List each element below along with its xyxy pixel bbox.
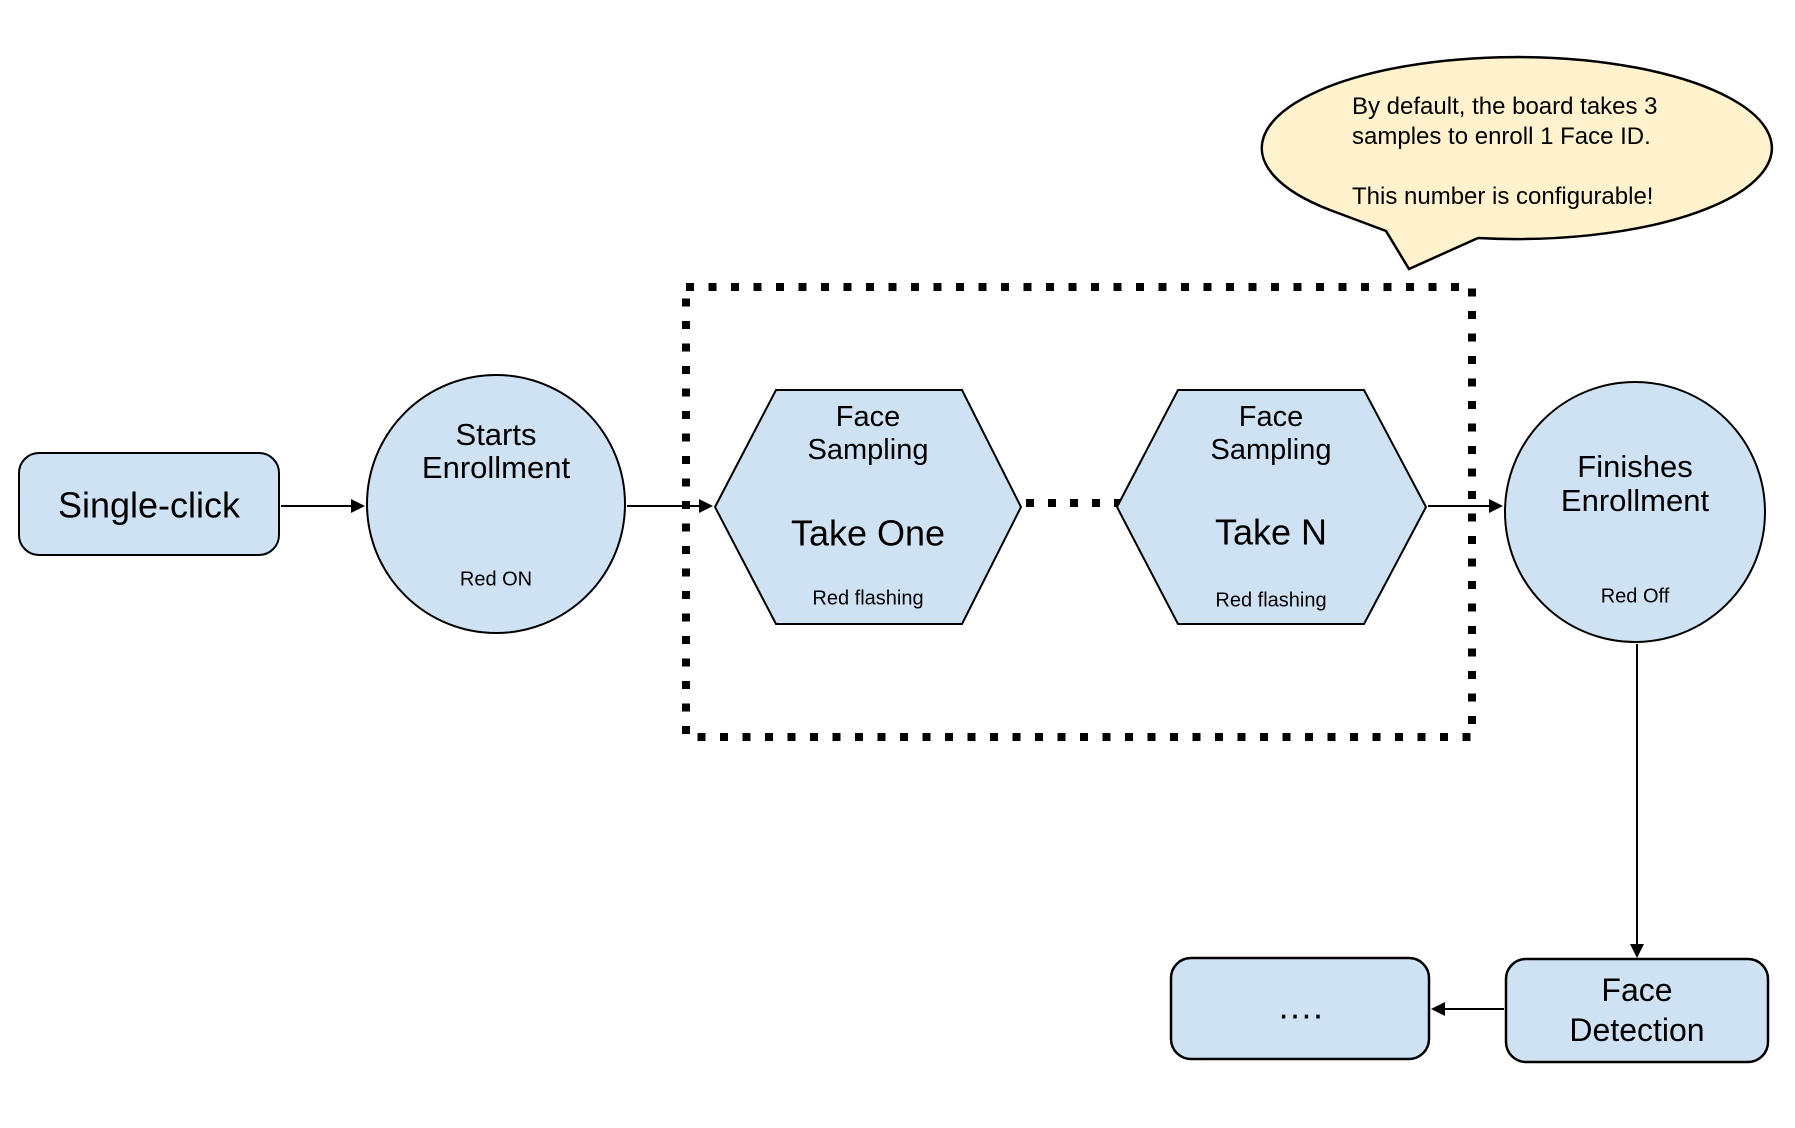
single-click-shape <box>18 452 280 556</box>
speech-bubble-outline <box>1260 55 1774 241</box>
finishes-enrollment-label-line2: Enrollment <box>1560 483 1710 518</box>
continuation-shape <box>1169 956 1431 1061</box>
face-detection-label-line1: Face <box>1601 972 1673 1008</box>
bubble-line-4: This number is configurable! <box>1352 183 1654 210</box>
starts-enrollment-label: Starts Enrollment <box>422 418 570 484</box>
face-sampling-n-shape <box>1115 389 1428 625</box>
face-sampling-one-shape <box>713 389 1023 625</box>
starts-enrollment-status: Red ON <box>459 568 533 591</box>
speech-bubble-text: By default, the board takes 3 samples to… <box>1352 92 1658 212</box>
single-click-label: Single-click <box>57 484 241 526</box>
bubble-line-3 <box>1352 152 1658 182</box>
starts-enrollment-label-line1: Starts <box>455 417 537 452</box>
bubble-line-2: samples to enroll 1 Face ID. <box>1352 123 1651 150</box>
continuation-label: …. <box>1276 985 1324 1027</box>
face-sampling-one-title: Face Sampling <box>808 401 929 467</box>
face-sampling-one-take-label: Take One <box>790 512 946 554</box>
starts-enrollment-shape <box>366 374 626 634</box>
arrow-sampling-to-finishes-head <box>1489 499 1503 513</box>
face-sampling-one-status: Red flashing <box>812 587 924 610</box>
face-sampling-n-title-line2: Sampling <box>1210 434 1332 466</box>
face-sampling-n-status: Red flashing <box>1215 589 1327 612</box>
starts-enrollment-label-line2: Enrollment <box>421 450 571 485</box>
finishes-enrollment-label: Finishes Enrollment <box>1561 450 1709 518</box>
face-sampling-n-title-line1: Face <box>1238 401 1304 433</box>
speech-bubble-shape <box>1262 57 1772 239</box>
face-sampling-n-take-label: Take N <box>1214 511 1328 553</box>
finishes-enrollment-shape <box>1504 381 1766 643</box>
arrow-finishes-to-detection-head <box>1630 944 1644 958</box>
face-sampling-one-title-line2: Sampling <box>807 434 929 466</box>
face-detection-shape <box>1504 957 1770 1064</box>
face-detection-label-line2: Detection <box>1569 1012 1705 1048</box>
face-sampling-n-title: Face Sampling <box>1211 401 1332 467</box>
speech-bubble-tail-outline <box>1329 208 1479 271</box>
bubble-line-1: By default, the board takes 3 <box>1352 93 1658 120</box>
face-detection-label: Face Detection <box>1569 970 1704 1050</box>
finishes-enrollment-label-line1: Finishes <box>1577 449 1693 484</box>
arrow-starts-to-sampling-head <box>699 499 713 513</box>
arrow-singleclick-to-starts-head <box>351 499 365 513</box>
face-sampling-one-title-line1: Face <box>835 401 901 433</box>
finishes-enrollment-status: Red Off <box>1600 585 1670 608</box>
arrow-detection-to-continuation-head <box>1431 1002 1445 1016</box>
